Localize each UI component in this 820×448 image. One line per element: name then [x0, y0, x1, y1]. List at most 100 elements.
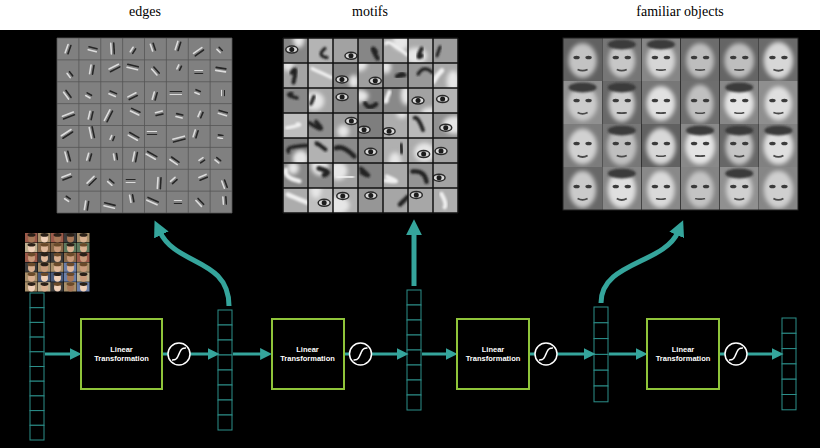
vector-cell: [407, 365, 421, 380]
grid-line: [283, 162, 458, 164]
face-mouth: [617, 156, 627, 157]
thumb-background: [64, 253, 77, 262]
edge-filter-light: [177, 65, 179, 69]
motif-cell: [358, 63, 383, 88]
motif-background: [433, 88, 458, 113]
face-cell: [641, 124, 680, 167]
vector-cell: [594, 339, 608, 355]
motif-cell: [283, 113, 308, 138]
motif-light-patch: [358, 90, 369, 103]
face-eye: [585, 142, 591, 146]
edge-filter-grid: [57, 38, 232, 213]
face-background: [641, 81, 680, 124]
vector-cell: [407, 335, 421, 350]
face-brow: [573, 96, 581, 98]
vector-cell: [594, 370, 608, 386]
grid-line: [283, 212, 458, 214]
edge-filter-dark: [172, 157, 179, 162]
motif-cell: [408, 88, 433, 113]
face-eye: [613, 99, 619, 103]
edge-filter-light: [157, 178, 159, 189]
face-brow: [624, 96, 632, 98]
face-eye: [691, 185, 697, 189]
motif-stroke: [287, 124, 300, 128]
edge-filter-dark: [92, 127, 94, 138]
face-brow: [624, 53, 632, 55]
motif-pupil: [440, 97, 445, 102]
motif-light-patch: [349, 75, 358, 88]
motif-eye: [369, 77, 381, 84]
face-mouth: [734, 69, 744, 72]
face-oval: [686, 43, 714, 78]
flow-arrow: [190, 353, 210, 356]
thumb-hair: [28, 272, 36, 276]
motif-eye: [286, 46, 298, 53]
face-mouth: [773, 70, 783, 71]
face-background: [641, 124, 680, 167]
face-mouth: [734, 156, 744, 157]
thumb-background: [25, 253, 38, 262]
face-nose: [582, 60, 584, 66]
motif-stroke: [319, 168, 328, 175]
motif-pupil: [373, 78, 378, 83]
motif-cell: [308, 113, 333, 138]
face-eye: [652, 56, 658, 60]
edge-filter-light: [89, 128, 91, 139]
edge-filter-light: [155, 111, 162, 113]
vector-cell: [30, 367, 44, 382]
motif-cell: [308, 38, 333, 63]
motif-background: [408, 188, 433, 213]
motif-light-patch: [287, 163, 299, 174]
vector-cell: [407, 290, 421, 305]
edge-filter-dark: [195, 72, 202, 74]
edge-filter-dark: [89, 47, 97, 49]
vector-cell: [782, 318, 796, 333]
face-eye: [781, 185, 787, 189]
face-eye: [652, 142, 658, 146]
vector-cell: [782, 364, 796, 379]
motif-stroke: [397, 74, 404, 77]
grid-line: [232, 38, 233, 213]
thumb-hair: [41, 233, 49, 237]
face-brow: [741, 96, 749, 98]
node-label: Linear Transformation: [653, 345, 713, 364]
face-mouth: [578, 70, 588, 71]
face-brow: [663, 139, 671, 141]
flow-arrow: [557, 353, 586, 356]
motif-stroke: [400, 197, 407, 204]
thumb-background: [25, 263, 38, 272]
edge-filter-light: [114, 154, 115, 160]
face-hair: [608, 83, 636, 93]
face-background: [602, 124, 641, 167]
face-background: [641, 167, 680, 210]
face-nose: [738, 60, 740, 66]
vector-cell: [218, 415, 232, 430]
motif-cell: [283, 188, 308, 213]
edge-filter-light: [195, 92, 199, 94]
face-eye: [613, 56, 619, 60]
motif-stroke: [361, 169, 368, 176]
face-cell: [602, 38, 641, 81]
face-nose: [777, 60, 779, 66]
sigmoid-curve: [172, 348, 186, 360]
thumb-hair: [80, 282, 88, 286]
thumb-background: [51, 272, 64, 281]
face-cell: [759, 38, 798, 81]
motif-background: [358, 188, 383, 213]
face-hair: [686, 126, 714, 136]
motif-eye: [345, 118, 357, 125]
face-mouth: [617, 70, 627, 71]
edge-filter-dark: [70, 72, 73, 76]
face-background: [563, 81, 602, 124]
face-mouth: [656, 155, 666, 158]
vector-column: [594, 307, 608, 402]
face-hair: [608, 169, 636, 179]
grid-line: [57, 169, 232, 170]
face-mouth: [578, 156, 588, 157]
motif-eye: [318, 199, 330, 206]
motif-stroke: [399, 145, 404, 152]
motif-light-patch: [383, 63, 391, 74]
thumb-background: [38, 233, 51, 242]
motif-pupil: [322, 200, 327, 205]
motif-background: [308, 63, 333, 88]
